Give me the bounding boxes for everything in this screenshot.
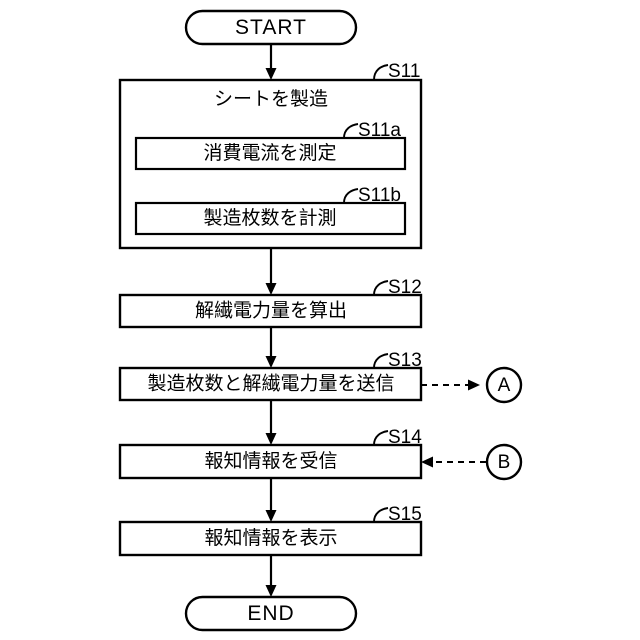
arrowhead-icon: [265, 585, 277, 597]
offpage-connector-a-label: A: [498, 375, 511, 396]
arrow-s12-to-s13: [265, 327, 277, 368]
process-s11b-label: 製造枚数を計測: [203, 207, 336, 229]
process-s11-label: シートを製造: [214, 88, 328, 110]
arrowhead-icon: [265, 283, 277, 295]
process-s12-label: 解繊電力量を算出: [195, 300, 347, 322]
process-s13-shape: [118, 366, 423, 402]
step-tag-s14: S14: [373, 427, 422, 448]
arrow-start-to-s11: [265, 44, 277, 80]
process-s14[interactable]: 報知情報を受信: [118, 443, 423, 480]
arrow-s13-to-s14: [265, 400, 277, 445]
offpage-connector-b[interactable]: B: [485, 443, 523, 481]
arrowhead-icon: [265, 356, 277, 368]
step-tag-s12: S12: [373, 277, 422, 298]
process-s15-shape: [118, 520, 423, 557]
process-s15-label: 報知情報を表示: [204, 527, 337, 549]
step-tag-s11a-label: S11a: [358, 120, 401, 141]
process-s13-label: 製造枚数と解繊電力量を送信: [147, 373, 394, 395]
step-tag-s15: S15: [373, 504, 422, 525]
process-s11b-shape: [134, 201, 407, 236]
arrow-s15-to-end: [265, 555, 277, 597]
step-tag-s13-label: S13: [388, 350, 422, 371]
arrowhead-icon: [421, 456, 433, 468]
step-tag-s11: S11: [373, 61, 420, 82]
step-tag-s11b: S11b: [343, 185, 401, 206]
arrowhead-icon: [265, 510, 277, 522]
process-s12-shape: [118, 293, 423, 329]
offpage-connector-b-shape: [485, 443, 523, 481]
process-s11a-label: 消費電流を測定: [203, 142, 336, 164]
step-tag-s11a: S11a: [343, 120, 401, 141]
step-tag-s11-label: S11: [388, 61, 420, 82]
step-tag-s12-label: S12: [388, 277, 422, 298]
offpage-link-a: [421, 379, 480, 391]
terminal-end[interactable]: END: [184, 595, 358, 632]
process-s11a[interactable]: 消費電流を測定: [134, 136, 407, 171]
offpage-connector-a-shape: [485, 366, 523, 404]
process-s14-shape: [118, 443, 423, 480]
terminal-start[interactable]: START: [184, 9, 358, 46]
process-s13[interactable]: 製造枚数と解繊電力量を送信: [118, 366, 423, 402]
arrow-s14-to-s15: [265, 478, 277, 522]
step-tag-s13: S13: [373, 350, 422, 371]
process-s12[interactable]: 解繊電力量を算出: [118, 293, 423, 329]
step-tag-s15-label: S15: [388, 504, 422, 525]
step-tag-s11b-label: S11b: [358, 185, 401, 206]
arrowhead-icon: [265, 433, 277, 445]
terminal-end-label: END: [247, 602, 294, 625]
process-s14-label: 報知情報を受信: [204, 450, 337, 472]
arrowhead-icon: [265, 68, 277, 80]
terminal-start-label: START: [235, 16, 307, 39]
offpage-connector-b-label: B: [498, 452, 511, 473]
arrowhead-icon: [468, 379, 480, 391]
offpage-link-b: [421, 456, 486, 468]
process-s11a-shape: [134, 136, 407, 171]
step-tag-s14-label: S14: [388, 427, 422, 448]
process-s11b[interactable]: 製造枚数を計測: [134, 201, 407, 236]
offpage-connector-a[interactable]: A: [485, 366, 523, 404]
terminal-end-shape: [184, 595, 358, 632]
arrow-s11-to-s12: [265, 248, 277, 295]
process-s15[interactable]: 報知情報を表示: [118, 520, 423, 557]
